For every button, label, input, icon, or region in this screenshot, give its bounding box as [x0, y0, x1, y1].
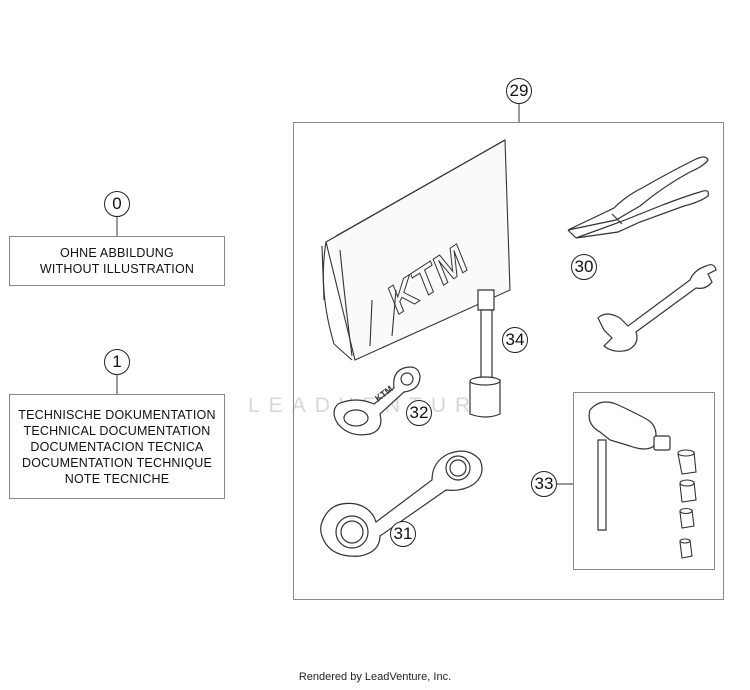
- documentation-line-2: TECHNICAL DOCUMENTATION: [23, 423, 211, 438]
- tool-kit-frame: [293, 122, 724, 600]
- large-ring-wrench: [321, 451, 482, 556]
- no-illustration-line-2: WITHOUT ILLUSTRATION: [39, 262, 195, 276]
- socket-bits: [678, 450, 696, 558]
- documentation-line-3: DOCUMENTACION TECNICA: [30, 439, 204, 454]
- no-illustration-line-1: OHNE ABBILDUNG: [60, 246, 174, 260]
- documentation-line-4: DOCUMENTATION TECHNIQUE: [21, 455, 213, 470]
- open-end-wrench: [598, 265, 716, 352]
- callout-34[interactable]: 34: [502, 327, 528, 353]
- pin-tool: [470, 290, 500, 417]
- documentation-line-5: NOTE TECNICHE: [64, 471, 170, 486]
- callout-1[interactable]: 1: [104, 349, 130, 375]
- footer-credit: Rendered by LeadVenture, Inc.: [298, 671, 452, 683]
- callout-33[interactable]: 33: [531, 471, 557, 497]
- documentation-box: TECHNISCHE DOKUMENTATION TECHNICAL DOCUM…: [9, 394, 225, 499]
- documentation-line-1: TECHNISCHE DOKUMENTATION: [18, 407, 216, 422]
- hex-key-set-frame: [573, 392, 715, 570]
- callout-32[interactable]: 32: [406, 400, 432, 426]
- t-handle-hex-key: [589, 402, 670, 530]
- tool-bag: [322, 140, 510, 360]
- pliers: [568, 157, 708, 238]
- callout-0[interactable]: 0: [104, 191, 130, 217]
- small-ring-wrench: [334, 367, 420, 435]
- callout-29[interactable]: 29: [506, 78, 532, 104]
- callout-30[interactable]: 30: [571, 254, 597, 280]
- no-illustration-box: OHNE ABBILDUNG WITHOUT ILLUSTRATION: [9, 236, 225, 286]
- callout-31[interactable]: 31: [390, 521, 416, 547]
